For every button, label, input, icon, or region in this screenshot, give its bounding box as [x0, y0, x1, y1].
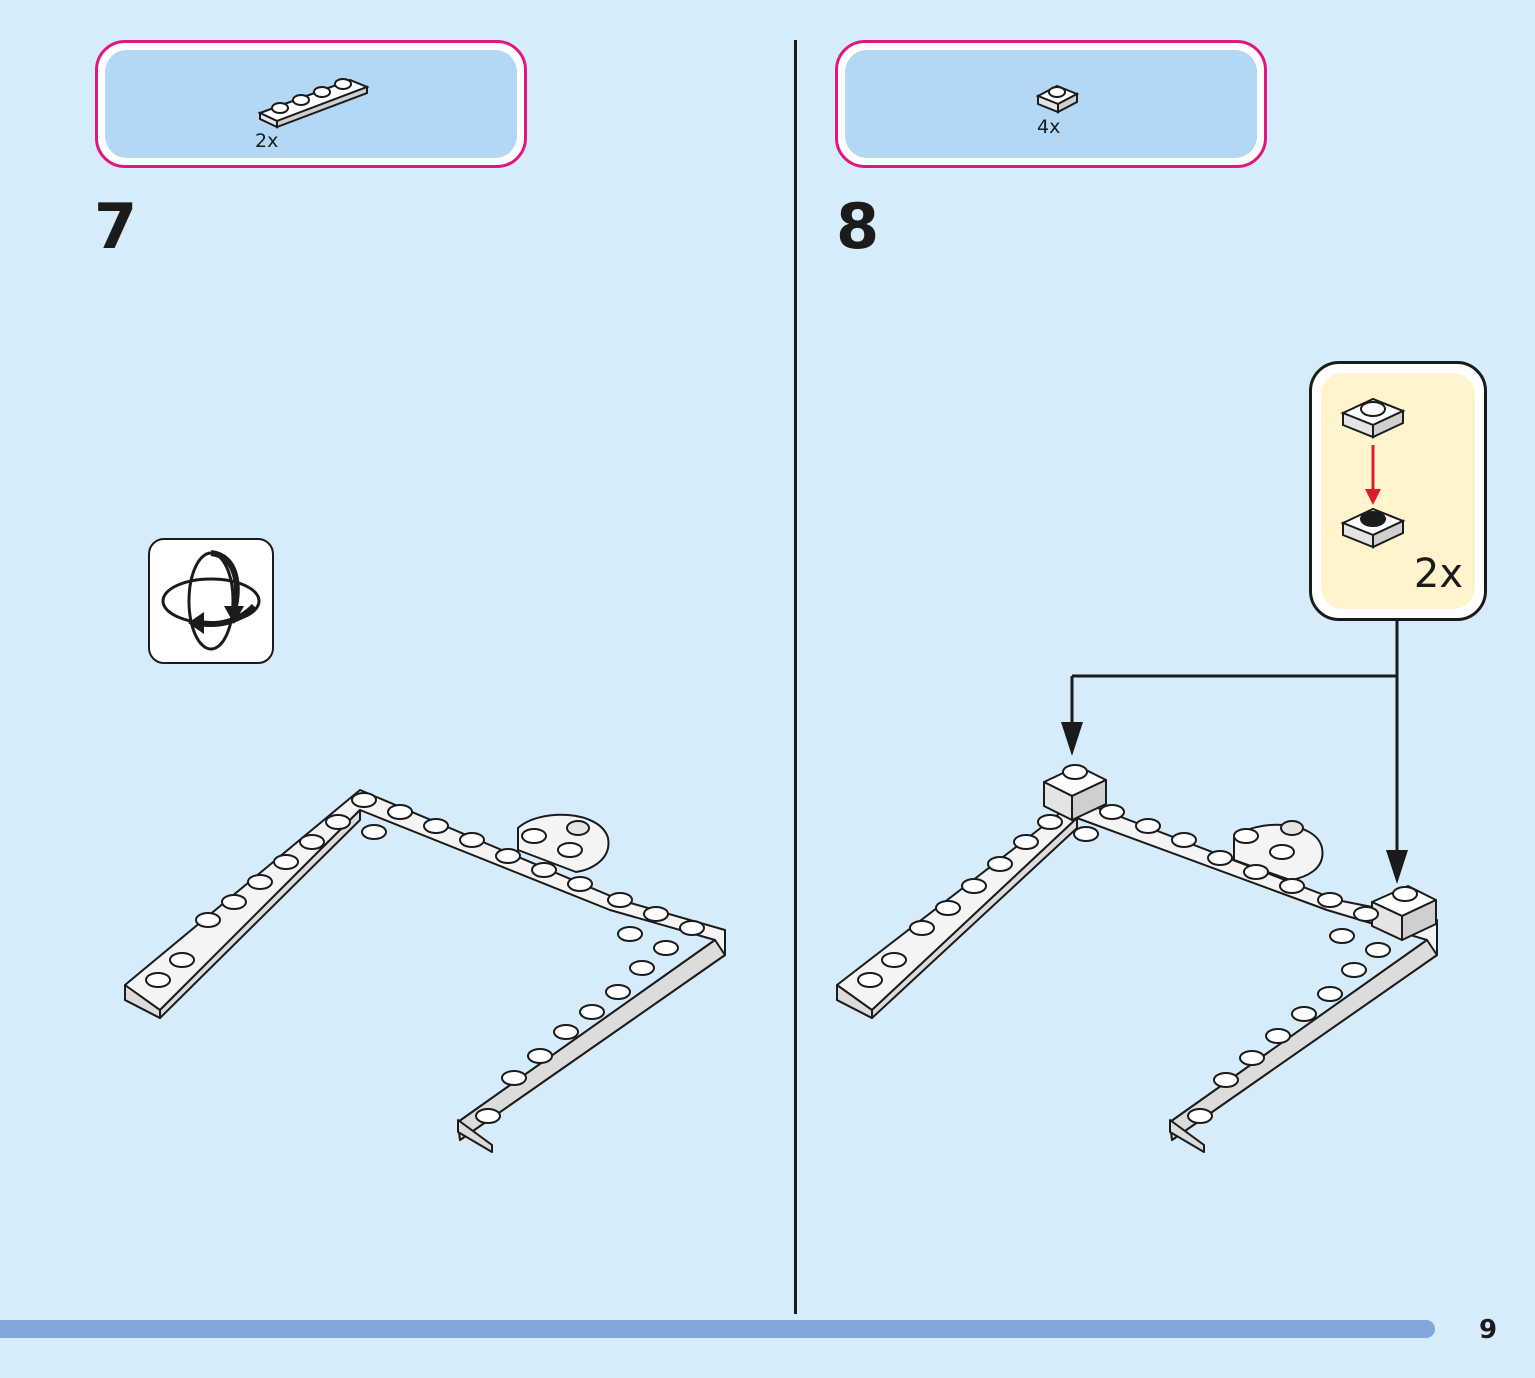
step-number: 8 — [836, 190, 880, 263]
plate-1x4-icon — [257, 78, 370, 129]
plate-1x1-icon — [1035, 84, 1080, 114]
callout-inner: 2x — [1321, 373, 1475, 609]
stack-plates-icon — [1340, 397, 1406, 549]
parts-list-inner: 2x — [105, 50, 517, 158]
rotate-arrows-icon — [161, 550, 261, 651]
step-8-model — [836, 764, 1438, 1153]
parts-list-inner: 4x — [845, 50, 1257, 158]
parts-list-step-8: 4x — [835, 40, 1267, 168]
step-number: 7 — [94, 190, 138, 263]
part-quantity: 2x — [255, 130, 279, 152]
callout-quantity: 2x — [1413, 551, 1463, 597]
parts-list-step-7: 2x — [95, 40, 527, 168]
rotate-model-icon — [148, 538, 274, 664]
page-number: 9 — [1479, 1315, 1498, 1345]
page-divider — [794, 40, 797, 1314]
sub-assembly-callout: 2x — [1309, 361, 1487, 621]
step-7-model — [124, 789, 726, 1153]
part-quantity: 4x — [1037, 116, 1061, 138]
progress-bar — [0, 1320, 1435, 1338]
